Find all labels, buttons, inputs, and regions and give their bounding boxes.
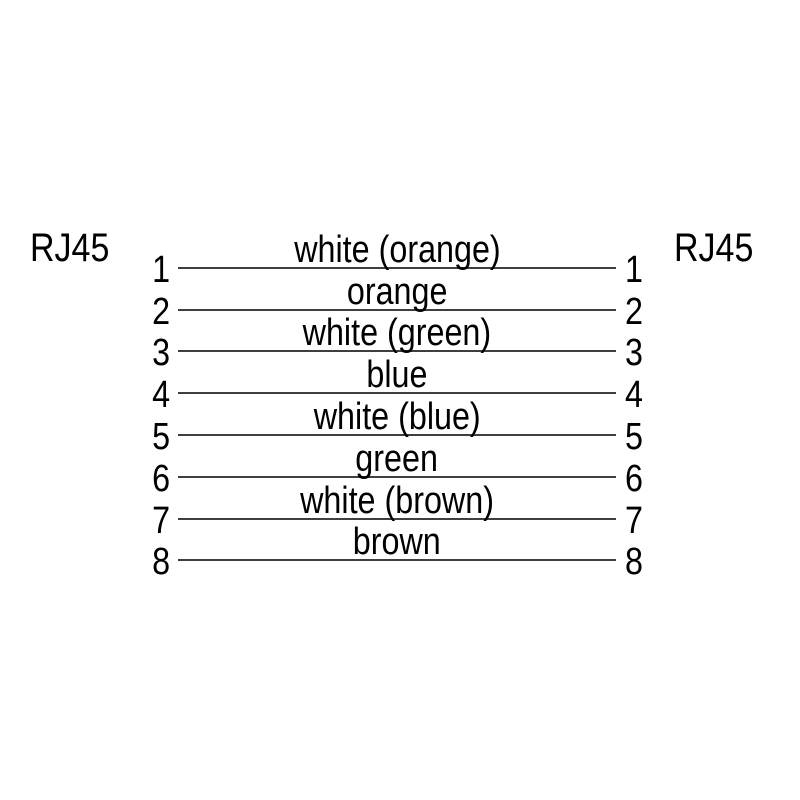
wire-color-label: white (orange): [293, 229, 501, 271]
wire-line: [178, 434, 616, 436]
pin-number-left: 4: [152, 374, 170, 416]
pin-number-left: 5: [152, 416, 170, 458]
wire-color-label: white (brown): [300, 480, 494, 522]
pin-number-right: 6: [625, 458, 643, 500]
pin-number-right: 7: [625, 500, 643, 542]
wire-line: [178, 518, 616, 520]
wire-color-label: green: [355, 438, 439, 480]
pin-number-left: 7: [152, 500, 170, 542]
connector-label-right-text: RJ45: [674, 226, 754, 270]
wire-line: [178, 392, 616, 394]
pin-number-left: 1: [152, 249, 170, 291]
pin-number-left: 8: [152, 541, 170, 583]
pin-number-right: 1: [625, 249, 643, 291]
pin-number-left: 2: [152, 291, 170, 333]
wire-line: [178, 559, 616, 561]
wire-color-label: white (blue): [313, 396, 481, 438]
wire-line: [178, 267, 616, 269]
wire-color-label: white (green): [302, 312, 492, 354]
wire-line: [178, 350, 616, 352]
pin-number-right: 2: [625, 291, 643, 333]
pin-number-right: 3: [625, 332, 643, 374]
pin-number-left: 3: [152, 332, 170, 374]
connector-label-left-text: RJ45: [30, 226, 110, 270]
wire-line: [178, 476, 616, 478]
pin-number-right: 4: [625, 374, 643, 416]
pin-number-left: 6: [152, 458, 170, 500]
connector-label-right: RJ45: [659, 228, 769, 268]
connector-label-left: RJ45: [15, 228, 125, 268]
wire-color-label: brown: [353, 521, 441, 563]
wire-line: [178, 309, 616, 311]
pin-number-right: 5: [625, 416, 643, 458]
pin-number-right: 8: [625, 541, 643, 583]
wire-color-label: orange: [346, 271, 448, 313]
wire-color-label: blue: [366, 354, 428, 396]
